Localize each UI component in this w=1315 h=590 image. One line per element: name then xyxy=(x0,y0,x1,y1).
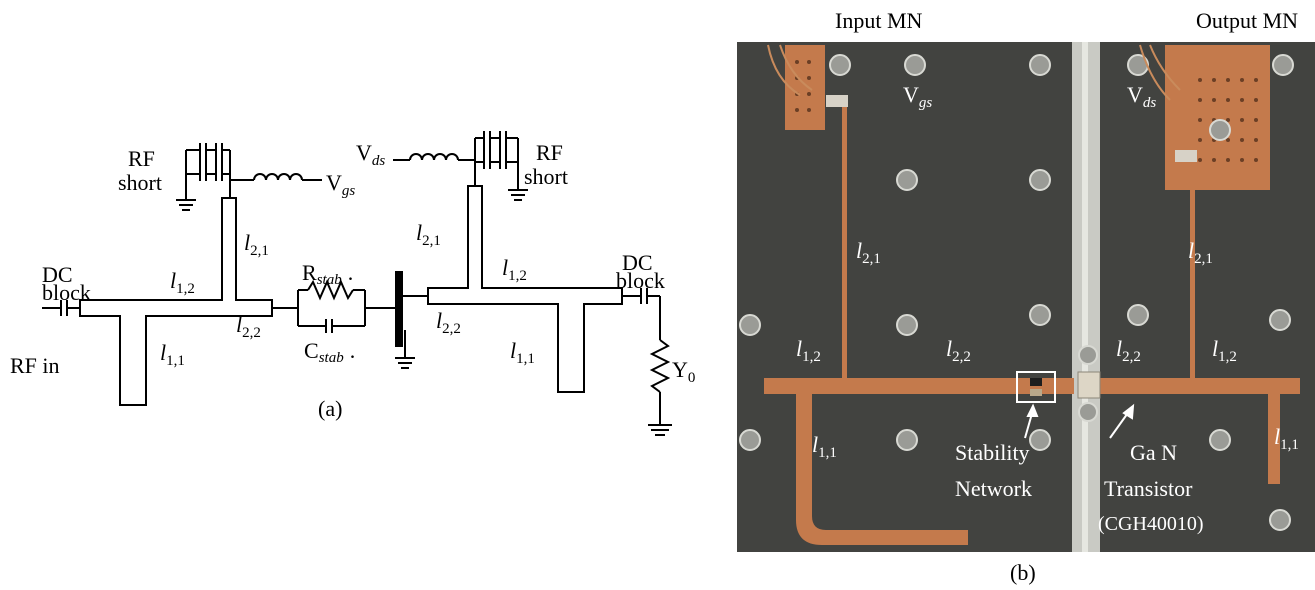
input-main-trace xyxy=(764,378,1074,394)
dc-block-left-label-2: block xyxy=(42,280,91,305)
transistor-package xyxy=(1077,371,1101,399)
r-stab-label: Rstab. xyxy=(302,260,353,288)
gate-bias-capacitor xyxy=(826,95,848,107)
load-resistor xyxy=(648,296,672,436)
photo-l12-output-label: l1,2 xyxy=(1212,336,1237,365)
transistor-label: Transistor xyxy=(1104,476,1193,501)
dc-block-left-label-1: DC xyxy=(42,262,73,287)
caption-b: (b) xyxy=(1010,560,1036,585)
transistor-part-label: (CGH40010) xyxy=(1098,513,1204,535)
gate-bias-pad xyxy=(785,45,825,130)
dc-block-right-label-2: block xyxy=(616,268,665,293)
rf-short-right-label-2: short xyxy=(524,164,568,189)
rf-in-label: RF in xyxy=(10,353,60,378)
l11-label-output: l1,1 xyxy=(510,338,535,367)
l11-output-stub xyxy=(1268,394,1280,484)
photo-l22-output-label: l2,2 xyxy=(1116,336,1141,365)
photo-labels: Input MN Output MN Vgs Vds l2,1 l2,1 l1,… xyxy=(796,8,1299,585)
rf-short-left-label-2: short xyxy=(118,170,162,195)
drain-bias-inductor xyxy=(393,153,475,161)
caption-a: (a) xyxy=(318,396,342,421)
copper-traces xyxy=(764,45,1300,545)
rf-short-right-label-1: RF xyxy=(536,140,563,165)
bias-wires xyxy=(767,44,1181,101)
schematic xyxy=(42,131,672,436)
l12-label-output: l1,2 xyxy=(502,255,527,284)
photo-vds-label: Vds xyxy=(1127,82,1156,111)
stability-network-box xyxy=(1016,371,1056,403)
dc-block-left-capacitor xyxy=(42,300,80,316)
stability-network-label-1: Stability xyxy=(955,440,1030,465)
photo-l21-input-label: l2,1 xyxy=(856,238,881,267)
l12-label-input: l1,2 xyxy=(170,268,195,297)
stability-arrowhead xyxy=(1026,403,1039,417)
gan-label: Ga N xyxy=(1130,440,1177,465)
l21-label-output: l2,1 xyxy=(416,220,441,249)
gate-bias-inductor xyxy=(230,173,322,181)
l22-label-output: l2,2 xyxy=(436,308,461,337)
r-stab-resistor xyxy=(307,279,354,301)
stability-resistor xyxy=(1030,378,1042,386)
l22-label-input: l2,2 xyxy=(236,312,261,341)
stability-network-schematic xyxy=(297,279,395,333)
load-label: Y0 xyxy=(672,357,695,386)
vds-label: Vds xyxy=(356,140,385,169)
transistor-symbol xyxy=(395,271,428,369)
c-stab-label: Cstab. xyxy=(304,338,355,366)
heatsink-highlight xyxy=(1082,42,1088,552)
input-matching-network-outline xyxy=(79,197,273,406)
dc-block-right-capacitor xyxy=(622,288,660,304)
rf-short-left-label-1: RF xyxy=(128,146,155,171)
l21-input-trace xyxy=(842,95,847,380)
photo-vgs-label: Vgs xyxy=(903,82,932,111)
photo-l11-input-label: l1,1 xyxy=(812,432,837,461)
stability-capacitor xyxy=(1030,389,1042,396)
pcb-photo xyxy=(737,42,1315,552)
stability-network-label-2: Network xyxy=(955,476,1032,501)
photo-l22-input-label: l2,2 xyxy=(946,336,971,365)
drain-bias-capacitor xyxy=(1175,150,1197,162)
l21-label-input: l2,1 xyxy=(244,230,269,259)
rf-short-right-symbol xyxy=(474,131,528,201)
l21-output-trace xyxy=(1190,150,1195,380)
pointer-arrows xyxy=(1024,403,1135,439)
photo-l11-output-label: l1,1 xyxy=(1274,424,1299,453)
dc-block-right-label-1: DC xyxy=(622,250,653,275)
output-main-trace xyxy=(1100,378,1300,394)
vgs-label: Vgs xyxy=(326,170,355,199)
schematic-labels: DC block RF in RF short Vgs Vds RF short… xyxy=(10,140,695,421)
output-mn-label: Output MN xyxy=(1196,8,1298,33)
mounting-screws xyxy=(739,54,1294,531)
via-holes xyxy=(795,60,1258,162)
l11-input-stub xyxy=(796,394,968,545)
rf-short-left-symbol xyxy=(176,143,231,211)
photo-l12-input-label: l1,2 xyxy=(796,336,821,365)
photo-l21-output-label: l2,1 xyxy=(1188,238,1213,267)
output-matching-network-outline xyxy=(427,185,623,393)
transistor-arrowhead xyxy=(1122,403,1135,420)
l11-label-input: l1,1 xyxy=(160,340,185,369)
input-mn-label: Input MN xyxy=(835,8,923,33)
drain-bias-pad xyxy=(1165,45,1270,190)
